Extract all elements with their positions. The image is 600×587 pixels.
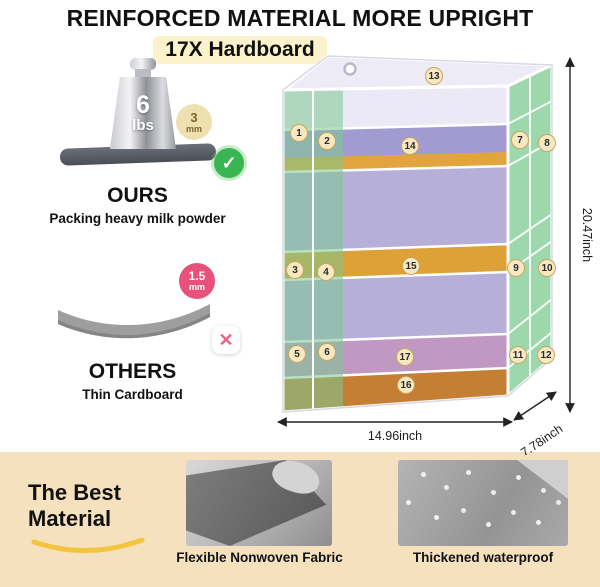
weight-cap <box>130 58 156 70</box>
dimension-width: 14.96inch <box>277 417 513 443</box>
dim-height-label: 20.47inch <box>580 208 594 262</box>
ours-description: Packing heavy milk powder <box>49 211 226 226</box>
callout-17: 17 <box>396 348 414 366</box>
others-block: OTHERS Thin Cardboard <box>25 360 240 402</box>
callout-3: 3 <box>286 261 304 279</box>
thickness-badge-others: 1.5 mm <box>179 263 215 299</box>
page-title: REINFORCED MATERIAL MORE UPRIGHT <box>66 5 534 31</box>
footer-heading-line1: The Best <box>28 480 121 505</box>
callout-15: 15 <box>402 257 420 275</box>
grommet-hole <box>343 62 357 76</box>
dim-width-label: 14.96inch <box>368 429 422 443</box>
weight-body: 6 lbs <box>110 77 176 149</box>
dimension-height: 20.47inch <box>565 57 594 413</box>
callout-16: 16 <box>397 376 415 394</box>
caption-waterproof: Thickened waterproof <box>412 550 554 565</box>
footer-heading-line2: Material <box>28 506 112 531</box>
waterproof-fabric-photo <box>398 460 568 546</box>
callout-5: 5 <box>288 345 306 363</box>
callout-13: 13 <box>425 67 443 85</box>
others-description: Thin Cardboard <box>82 387 183 402</box>
ours-label: OURS <box>107 184 168 207</box>
weight-illustration: 6 lbs <box>88 58 198 158</box>
callout-11: 11 <box>509 346 527 364</box>
callout-8: 8 <box>538 134 556 152</box>
cross-icon: ✕ <box>212 326 240 354</box>
subtitle-wrap: 17X Hardboard <box>105 36 375 64</box>
thickness-unit-others: mm <box>188 282 205 292</box>
thickness-value-others: 1.5 <box>188 269 206 283</box>
check-icon: ✓ <box>214 148 244 178</box>
weight-unit: lbs <box>132 116 154 134</box>
organizer-front-panel <box>281 84 510 414</box>
subtitle-hardboard: 17X Hardboard <box>153 36 327 64</box>
callout-2: 2 <box>318 132 336 150</box>
footer-band: The Best Material Flexible Nonwoven Fabr… <box>0 452 600 587</box>
callout-1: 1 <box>290 124 308 142</box>
dimension-depth: 7.78inch <box>513 391 565 455</box>
callout-10: 10 <box>538 259 556 277</box>
yellow-underline-swoosh <box>31 537 145 554</box>
bent-cardboard <box>58 304 210 339</box>
footer-heading: The Best Material <box>28 480 121 532</box>
weight-neck <box>135 69 151 78</box>
nonwoven-fabric-photo <box>186 460 332 546</box>
weight-value: 6 <box>136 90 150 119</box>
ours-block: OURS Packing heavy milk powder <box>30 184 245 226</box>
thickness-value-ours: 3 <box>190 109 198 125</box>
callout-9: 9 <box>507 259 525 277</box>
thickness-badge-ours: 3 mm <box>176 104 212 140</box>
organizer-illustration: 20.47inch 14.96inch 7.78inch <box>277 54 594 455</box>
caption-nonwoven: Flexible Nonwoven Fabric <box>176 550 343 565</box>
callout-14: 14 <box>401 137 419 155</box>
callout-12: 12 <box>537 346 555 364</box>
dim-depth-label: 7.78inch <box>518 422 565 455</box>
callout-4: 4 <box>317 263 335 281</box>
photo2-water-droplets <box>406 500 411 505</box>
others-label: OTHERS <box>88 360 177 383</box>
callout-6: 6 <box>318 343 336 361</box>
thickness-unit-ours: mm <box>185 123 202 134</box>
callout-7: 7 <box>511 131 529 149</box>
